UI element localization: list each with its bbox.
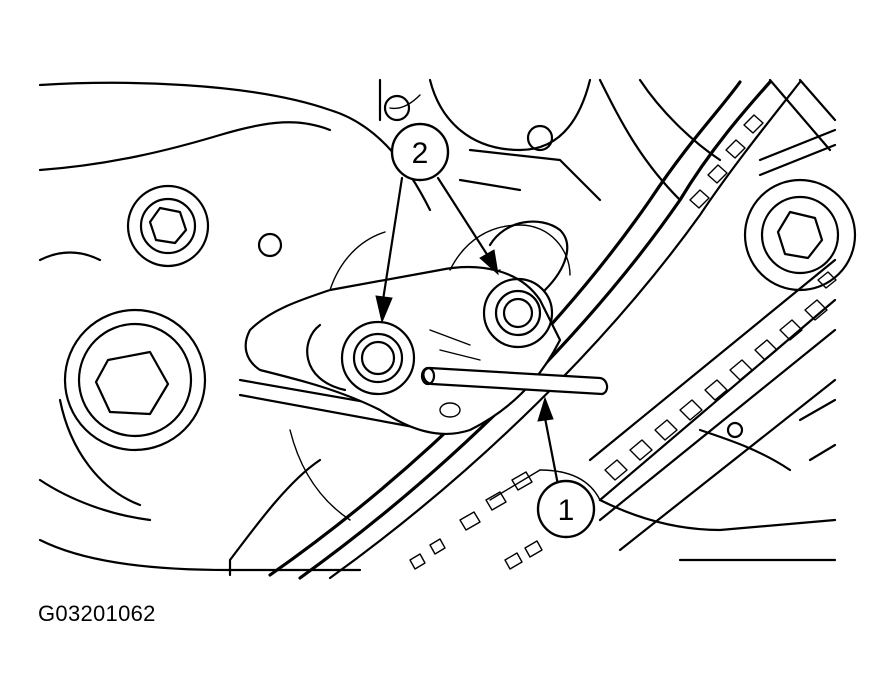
callout-2: 2 [390,122,450,182]
figure-code: G03201062 [38,601,156,626]
mounting-holes [257,94,744,439]
leader-arrows [375,176,560,487]
camshaft-bolt-right [743,178,857,292]
bolt-large-left [63,308,207,452]
tensioner-spring-pivot-left [306,320,416,396]
bolt-upper-left [126,184,210,268]
chain-guide [268,80,802,580]
locking-pin [420,366,609,396]
callout-2-label: 2 [412,137,429,170]
tensioner-spring-pivot-right [482,220,569,349]
chain-tensioner [244,224,571,435]
callout-1-label: 1 [558,494,575,527]
callout-1: 1 [536,479,596,539]
timing-chain-links [409,114,764,570]
secondary-timing-chain [588,258,837,552]
